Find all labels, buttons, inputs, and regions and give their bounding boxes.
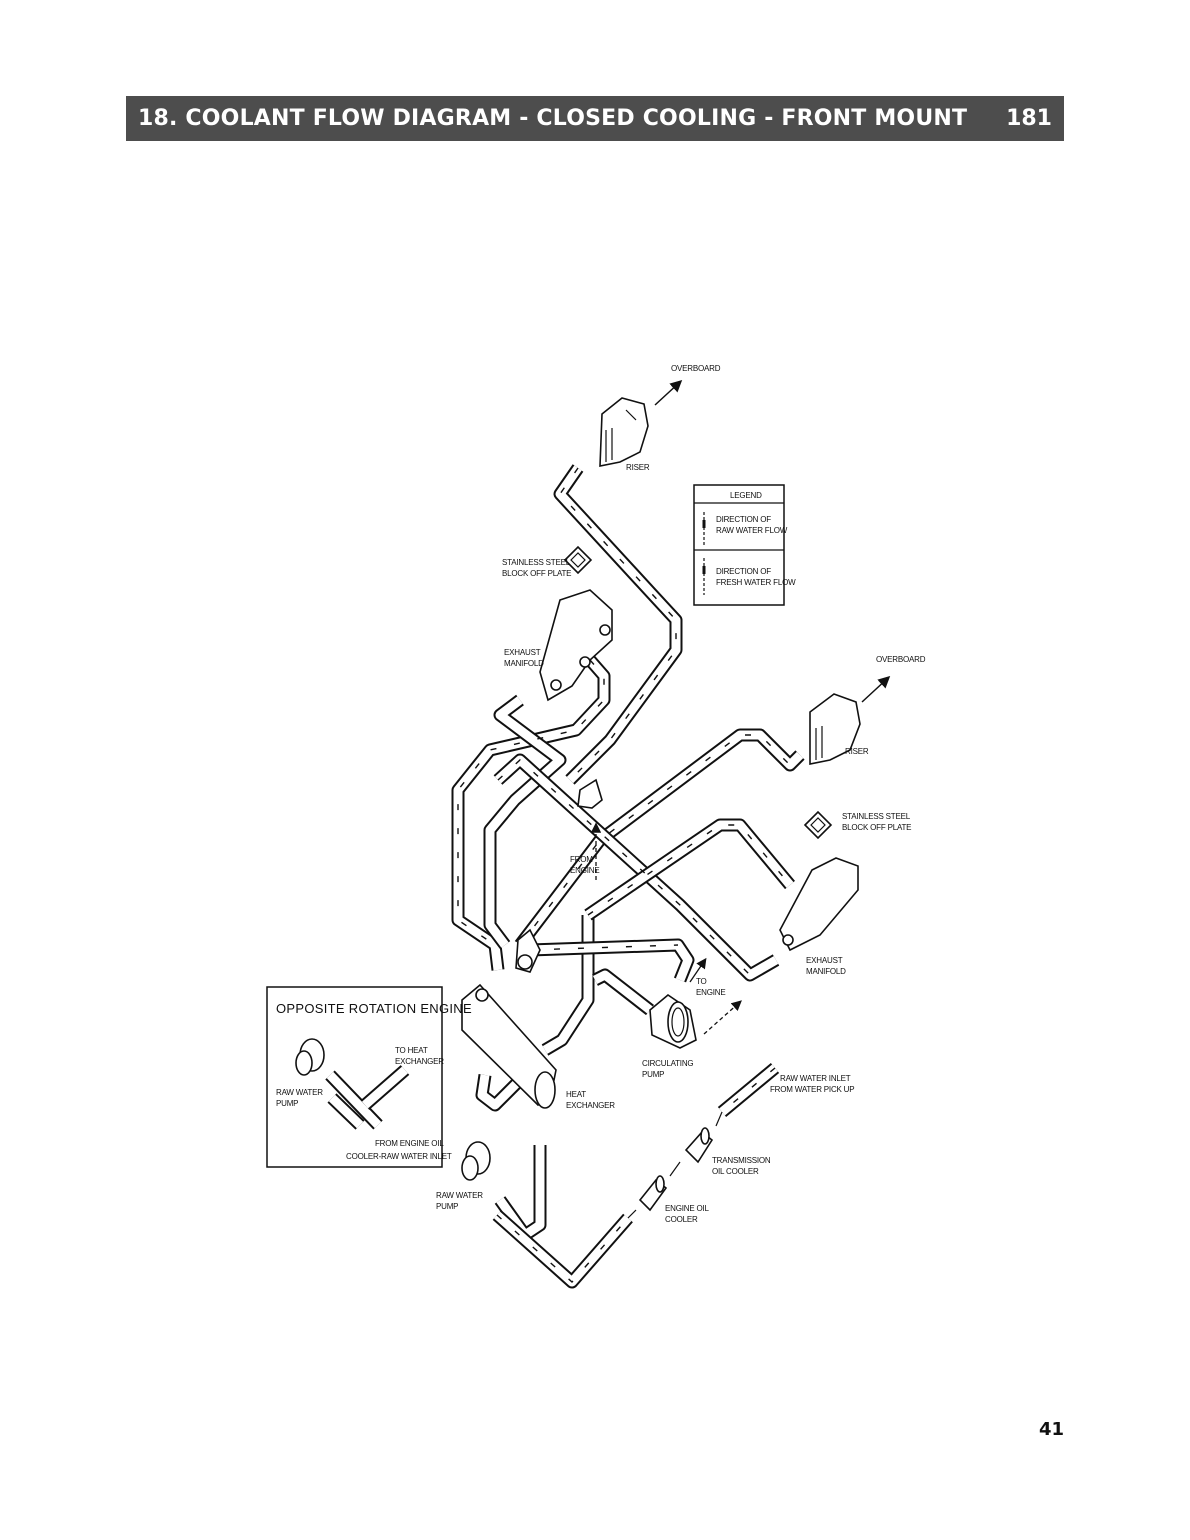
inset-pump-line1: RAW WATER: [276, 1088, 323, 1097]
exhaust-manifold-right: [779, 857, 859, 952]
label-from-engine-2: ENGINE: [570, 866, 599, 875]
section-header: 18. COOLANT FLOW DIAGRAM - CLOSED COOLIN…: [126, 96, 1064, 141]
inset-to-heat-line2: EXCHANGER: [395, 1057, 444, 1066]
exhaust-manifold-left: [539, 589, 613, 702]
riser-top: [599, 397, 649, 467]
inset-from-oil-line2: COOLER-RAW WATER INLET: [346, 1152, 452, 1161]
label-from-engine-1: FROM: [570, 855, 593, 864]
label-riser-top: RISER: [626, 463, 650, 472]
label-circulating-pump-2: PUMP: [642, 1070, 664, 1079]
label-to-engine-2: ENGINE: [696, 988, 725, 997]
label-trans-cooler-2: OIL COOLER: [712, 1167, 759, 1176]
heat-exchanger: [461, 928, 557, 1109]
label-riser-right: RISER: [845, 747, 869, 756]
block-off-plate-left: [563, 545, 593, 575]
label-engine-oil-cooler-2: COOLER: [665, 1215, 698, 1224]
label-block-plate-right-1: STAINLESS STEEL: [842, 812, 911, 821]
label-engine-oil-cooler-1: ENGINE OIL: [665, 1204, 710, 1213]
transmission-oil-cooler: [684, 1127, 714, 1164]
inset-to-heat-line1: TO HEAT: [395, 1046, 428, 1055]
engine-oil-cooler: [638, 1175, 668, 1212]
legend-raw-line1: DIRECTION OF: [716, 515, 771, 524]
label-exhaust-left-1: EXHAUST: [504, 648, 541, 657]
overboard-arrow-top: [654, 379, 683, 406]
opposite-rotation-inset: OPPOSITE ROTATION ENGINE TO HEAT EXCHANG…: [266, 986, 472, 1168]
block-off-plate-right: [803, 810, 833, 840]
label-exhaust-left-2: MANIFOLD: [504, 659, 544, 668]
pipe-network: [451, 464, 805, 1289]
label-heat-exchanger-2: EXCHANGER: [566, 1101, 615, 1110]
legend: LEGEND DIRECTION OF RAW WATER FLOW DIREC…: [693, 484, 796, 606]
legend-fresh-line1: DIRECTION OF: [716, 567, 771, 576]
label-exhaust-right-1: EXHAUST: [806, 956, 843, 965]
label-raw-pump-1: RAW WATER: [436, 1191, 483, 1200]
label-overboard-top: OVERBOARD: [671, 364, 721, 373]
label-to-engine-1: TO: [696, 977, 707, 986]
legend-title: LEGEND: [730, 491, 762, 500]
flow-arrow-to-engine: [689, 957, 742, 1035]
section-title: 18. COOLANT FLOW DIAGRAM - CLOSED COOLIN…: [138, 106, 968, 131]
label-block-plate-right-2: BLOCK OFF PLATE: [842, 823, 911, 832]
thermostat-housing: [577, 778, 603, 809]
legend-raw-line2: RAW WATER FLOW: [716, 526, 788, 535]
raw-water-pump: [461, 1141, 491, 1181]
label-overboard-right: OVERBOARD: [876, 655, 926, 664]
label-raw-inlet-2: FROM WATER PICK UP: [770, 1085, 854, 1094]
label-raw-pump-2: PUMP: [436, 1202, 458, 1211]
riser-right: [809, 693, 861, 765]
label-block-plate-left-1: STAINLESS STEEL: [502, 558, 571, 567]
page-number: 41: [1038, 1419, 1064, 1440]
label-trans-cooler-1: TRANSMISSION: [712, 1156, 771, 1165]
label-circulating-pump-1: CIRCULATING: [642, 1059, 693, 1068]
inset-title: OPPOSITE ROTATION ENGINE: [276, 1001, 472, 1016]
overboard-arrow-right: [861, 675, 891, 703]
inset-pump-line2: PUMP: [276, 1099, 298, 1108]
label-raw-inlet-1: RAW WATER INLET: [780, 1074, 851, 1083]
inset-from-oil-line1: FROM ENGINE OIL: [375, 1139, 444, 1148]
label-block-plate-left-2: BLOCK OFF PLATE: [502, 569, 571, 578]
circulating-pump: [649, 993, 697, 1049]
section-number: 181: [1006, 106, 1052, 131]
label-exhaust-right-2: MANIFOLD: [806, 967, 846, 976]
legend-fresh-line2: FRESH WATER FLOW: [716, 578, 796, 587]
label-heat-exchanger-1: HEAT: [566, 1090, 586, 1099]
